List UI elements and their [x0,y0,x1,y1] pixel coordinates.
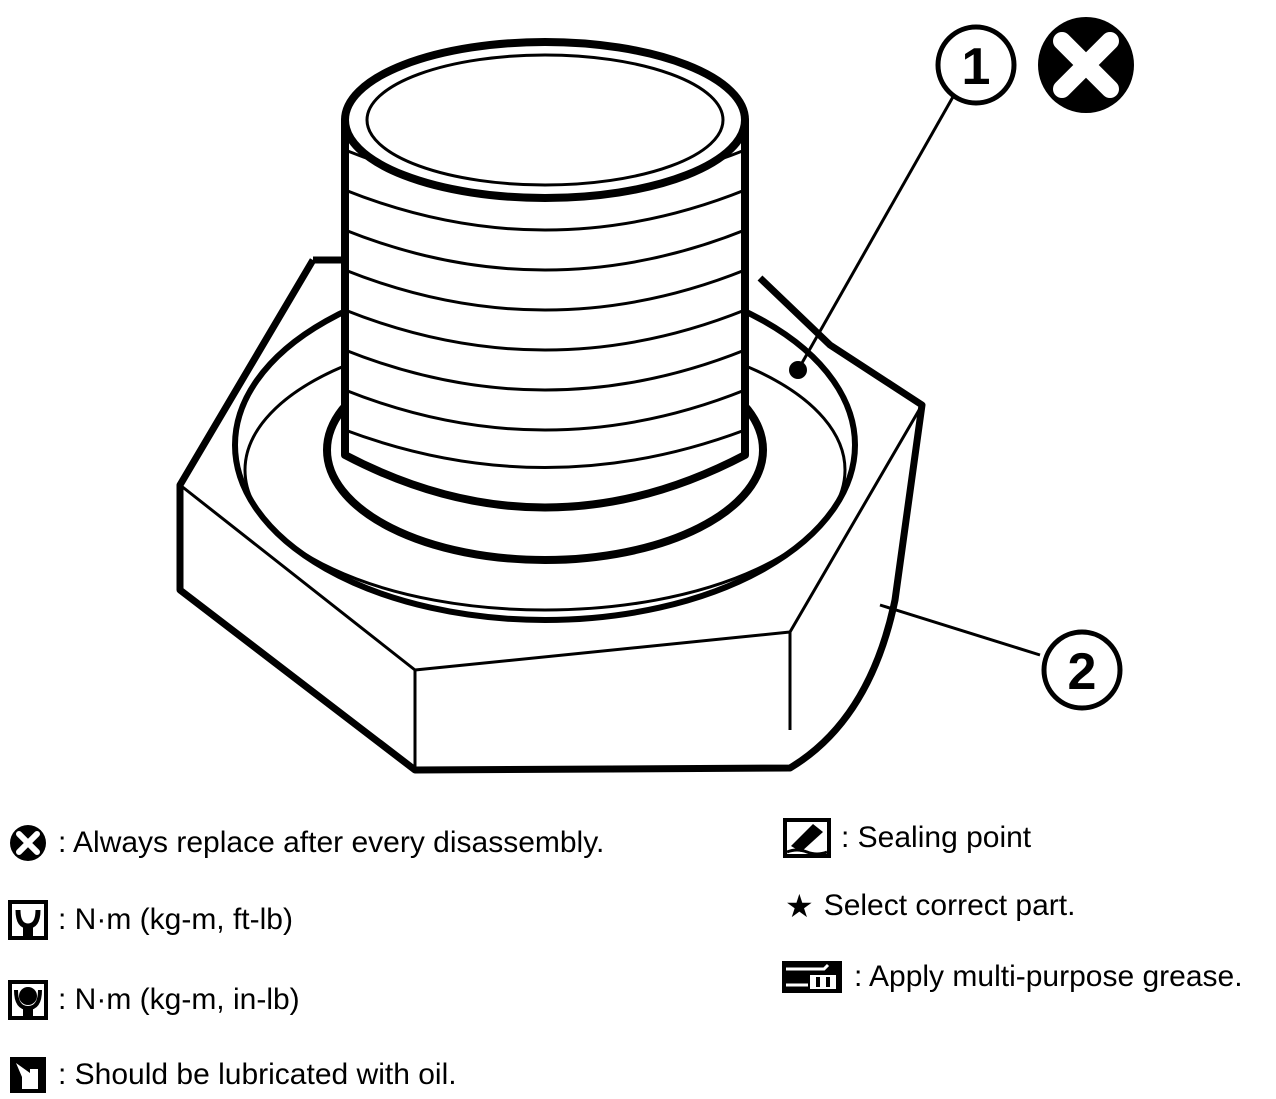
replace-icon [1038,17,1134,113]
circled-x-icon [10,825,46,861]
threaded-shank [341,116,749,512]
legend-replace-text: : Always replace after every disassembly… [58,826,605,859]
oil-can-icon [10,1057,46,1093]
legend-torque-ftlb: : N·m (kg-m, ft-lb) [8,900,293,940]
legend-grease: : Apply multi-purpose grease. [780,957,1243,997]
legend-torque-inlb: : N·m (kg-m, in-lb) [8,980,300,1020]
plug-top-face [341,38,749,202]
hex-top-face [179,404,924,672]
legend-select: ★ Select correct part. [785,886,1075,926]
svg-text:1: 1 [962,38,991,96]
grease-gun-icon [782,961,842,993]
legend-grease-text: : Apply multi-purpose grease. [854,960,1243,993]
legend-torque-ftlb-text: : N·m (kg-m, ft-lb) [58,903,293,936]
sealant-tube-icon [783,818,831,858]
legend-replace: : Always replace after every disassembly… [8,823,604,863]
svg-text:2: 2 [1068,643,1097,701]
legend-torque-inlb-text: : N·m (kg-m, in-lb) [58,983,300,1016]
torque-wrench-icon [8,900,48,940]
legend-sealing-text: : Sealing point [841,821,1032,854]
legend-oil-text: : Should be lubricated with oil. [58,1058,457,1091]
torque-wrench-filled-icon [8,980,48,1020]
star-icon: ★ [785,888,814,924]
callout-2: 2 [1041,629,1123,711]
callout-1: 1 [935,24,1017,106]
legend-sealing: : Sealing point [783,818,1031,858]
callout-2-leader [879,603,1041,657]
hex-body-outline [176,258,926,774]
callout-1-leader [796,87,960,371]
drain-plug-diagram: 1 2 [176,17,1134,774]
legend-oil: : Should be lubricated with oil. [8,1055,457,1095]
legend-select-text: Select correct part. [823,889,1076,922]
